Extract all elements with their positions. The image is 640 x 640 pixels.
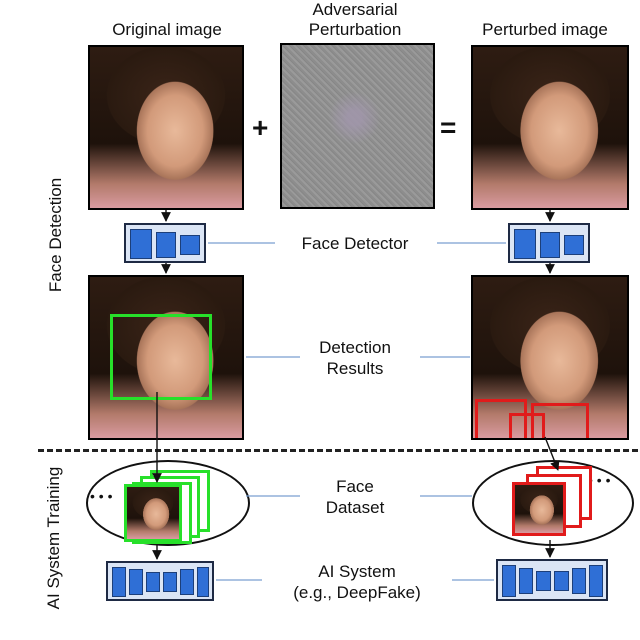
network-layer [163,572,177,592]
ai-system-label: AI System (e.g., DeepFake) [262,561,452,603]
network-layer [589,565,603,597]
dataset-label-line2: Dataset [325,498,385,517]
ai-system-right [496,559,608,601]
header-perturbation-line2: Perturbation [308,20,402,39]
network-layer [146,572,160,592]
ai-system-left [106,561,214,601]
network-layer [536,571,551,591]
perturbed-image [471,45,629,210]
face-detector-left [124,223,206,263]
header-adversarial-perturbation: Adversarial Perturbation [270,0,440,40]
ai-system-label-line1: AI System [318,562,396,581]
network-layer [197,567,209,597]
dataset-crop-thumbnail [512,482,566,536]
header-perturbed-image: Perturbed image [482,20,608,39]
section-divider [38,449,638,452]
network-layer [572,568,586,594]
ellipsis-right: • • • [588,472,611,488]
header-perturbation-line1: Adversarial [312,0,398,19]
green-detection-box [110,314,212,400]
detection-result-original [88,275,244,440]
dataset-stack-right [510,466,594,538]
network-layer [519,568,533,594]
red-detection-box [475,399,527,438]
face-detector-right [508,223,590,263]
detection-label-line1: Detection [319,338,391,357]
dataset-label-line1: Face [336,477,374,496]
detector-block [130,229,152,259]
detection-results-label: Detection Results [270,337,440,379]
network-layer [129,569,143,595]
detection-label-line2: Results [326,359,384,378]
face-detector-label: Face Detector [301,234,409,253]
detector-block [180,235,200,255]
red-detection-box [531,403,589,438]
network-layer [112,567,126,597]
face-dataset-label: Face Dataset [270,476,440,518]
detector-block [564,235,584,255]
original-image [88,45,244,210]
network-layer [180,569,194,595]
dataset-stack-left [124,470,214,544]
arrow-red-box-to-dataset [544,436,560,471]
detector-block [540,232,560,258]
plus-operator: + [252,112,269,143]
equals-operator: = [440,112,457,143]
red-detection-box [509,413,545,438]
adversarial-perturbation-image [280,43,435,209]
header-original-image: Original image [112,20,222,39]
ai-system-label-line2: (e.g., DeepFake) [293,583,421,602]
network-layer [502,565,516,597]
dataset-face-thumbnail [124,484,182,542]
ellipsis-left: • • • [90,488,113,504]
detector-block [514,229,536,259]
detector-block [156,232,176,258]
detection-result-perturbed [471,275,629,440]
network-layer [554,571,569,591]
